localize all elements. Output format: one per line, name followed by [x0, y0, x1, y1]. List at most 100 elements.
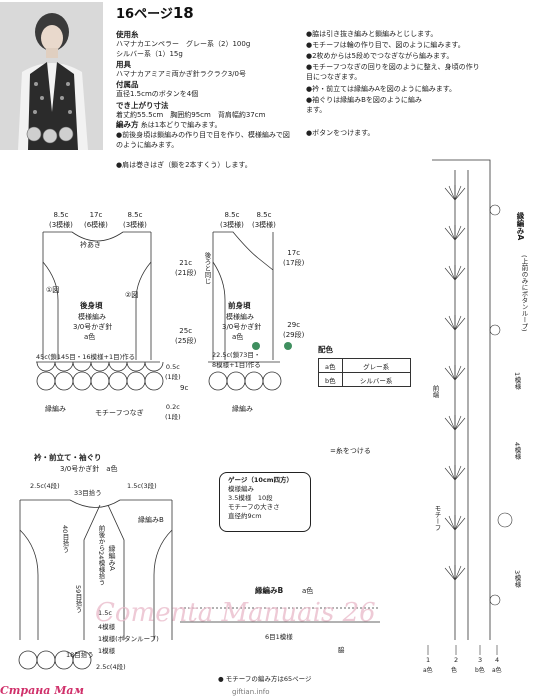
notions-line: 直径1.5cmのボタンを4個 [116, 90, 199, 98]
step-right-4: ●モチーフつなぎの回りを図のように整え、身頃の作り目につなぎます。 [306, 63, 480, 81]
collar-top-left: 2.5c(4段) [30, 482, 60, 490]
front-pattern: 模様編み [226, 313, 254, 321]
page-label: 16ページ [116, 7, 173, 22]
front-edge-label: 前端 [431, 385, 439, 398]
thread-note: =糸をつける [330, 447, 371, 455]
edging-a-note: (上前のみにボタンループ) [520, 255, 528, 332]
back-top-mid: 17c [89, 211, 103, 219]
gauge-box: ゲージ（10cm四方） 模様編み 3.5模様 10段 モチーフの大きさ 直径約9… [219, 472, 311, 532]
back-hook: 3/0号かぎ針 [73, 323, 113, 331]
front-neck-h-sub: (17段) [283, 259, 305, 267]
edging-a-title: 縁編みA [516, 212, 525, 241]
back-top-right-sub: (3模様) [123, 221, 147, 229]
bottom-num-3: 3 [478, 656, 483, 664]
back-h1: 21c [179, 259, 193, 267]
gauge-line-3: モチーフの大きさ [228, 503, 280, 511]
front-hook: 3/0号かぎ針 [222, 323, 262, 331]
bottom-color-4: a色 [492, 667, 502, 674]
front-color: a色 [232, 333, 244, 341]
watermark: Comenta Manuais 26 [95, 598, 376, 628]
front-neck-h: 17c [287, 249, 301, 257]
step-right-6: ●袖ぐりは縁編みBを図のように編みます。 [306, 96, 422, 114]
back-h2-sub: (25段) [175, 337, 197, 345]
bottom-color-2: 色 [451, 667, 458, 674]
size-line: 着丈約55.5cm 胸囲約95cm 背肩幅約37cm [116, 111, 266, 119]
collar-top-mid: 33目拾う [74, 489, 102, 497]
yarn-heading: 使用糸 [116, 30, 139, 39]
edging-a-4model: 4模様 [513, 442, 521, 460]
step-right-3: ●2枚めからは5段めでつなぎながら編みます。 [306, 52, 454, 60]
pattern-number: 18 [172, 4, 194, 22]
back-top-left: 8.5c [53, 211, 69, 219]
front-bottom-label: 22.5c(鎖73目・ [212, 351, 261, 359]
collar-button-note: 1.5c [98, 609, 112, 617]
collar-top-right: 1.5c(3段) [127, 482, 157, 490]
edging-a-3model: 3模様 [513, 570, 521, 588]
bottom-color-3: b色 [475, 667, 485, 674]
yarn-line-1: ハマナカエンペラー グレー系（2）100g [116, 40, 251, 48]
back-edging-label: 縁編み [45, 405, 66, 413]
color-key: a色 [318, 358, 343, 373]
front-edging-label: 縁編み [232, 405, 253, 413]
front-top-left: 8.5c [224, 211, 240, 219]
step-right-1: ●脇は引き抜き編みと鎖編みとじします。 [306, 30, 438, 38]
collar-pick59: 59目拾う [74, 585, 82, 613]
edging-b-pick: 6目1模様 [265, 633, 293, 641]
collar-edging-b: 縁編みB [138, 516, 164, 524]
size-heading: でき上がり寸法 [116, 101, 169, 110]
bottom-num-4: 4 [495, 656, 500, 664]
bottom-color-1: a色 [423, 667, 433, 674]
gauge-line-4: 直径約9cm [228, 512, 262, 520]
back-color: a色 [84, 333, 96, 341]
footnote: ● モチーフの編み方は65ページ [218, 675, 312, 683]
edging-b-side: 脇 [338, 646, 345, 654]
table-row: b色 シルバー系 [318, 372, 411, 387]
front-top-right: 8.5c [256, 211, 272, 219]
back-bottom-label: 45c(鎖145目・16模様+1目)作る [36, 353, 136, 361]
collar-side-pick: 40目拾う [61, 525, 69, 553]
back-body-title: 後身頃 [80, 301, 103, 310]
step-2: ●肩は巻きはぎ（鎖を2本すくう）します。 [116, 161, 252, 169]
back-h1-sub: (21段) [175, 269, 197, 277]
motif-label: モチーフ [433, 505, 441, 531]
step-right-5: ●衿・前立ては縁編みAを図のように編みます。 [306, 85, 457, 93]
step-1: ●前後身頃は鎖編みの作り目で目を作り、模様編みで図のように編みます。 [116, 131, 290, 149]
front-top-left-sub: (3模様) [220, 221, 244, 229]
back-top-left-sub: (3模様) [49, 221, 73, 229]
page-title: 16ページ18 [116, 3, 194, 22]
edging-b-title: 縁編みB [255, 586, 284, 595]
back-pattern: 模様編み [78, 313, 106, 321]
color-value: シルバー系 [341, 372, 411, 387]
method-heading: 編み方 [116, 120, 139, 129]
collar-m1b: 1模様 [98, 647, 116, 655]
collar-pick18: 18目拾う [66, 651, 94, 659]
step-right-2: ●モチーフは輪の作り目で、図のように編みます。 [306, 41, 465, 49]
color-key: b色 [318, 372, 343, 387]
collar-bottom-note: 2.5c(4段) [96, 663, 126, 671]
collar-side-pick-2: 前後から24模様拾う [97, 525, 105, 586]
collar-edging-a: 縁編みA [108, 545, 116, 571]
gauge-line-2: 3.5模様 10段 [228, 494, 273, 502]
yarn-line-2: シルバー系（1）15g [116, 50, 183, 58]
method-text: 糸は1本どりで編みます。 [140, 121, 222, 129]
front-bottom-label-2: 8模様+1目)作る [212, 361, 261, 369]
collar-heading: 衿・前立て・袖ぐり [34, 453, 102, 462]
edging-b-color: a色 [302, 587, 314, 595]
collar-m1: 1模様(ボタンループ) [98, 635, 159, 643]
front-top-right-sub: (3模様) [252, 221, 276, 229]
back-top-right: 8.5c [127, 211, 143, 219]
table-row: a色 グレー系 [318, 358, 411, 373]
colors-table: a色 グレー系 b色 シルバー系 [318, 358, 411, 387]
back-armhole-left: ①図 [46, 286, 60, 294]
model-photo [0, 2, 103, 150]
back-edge1: 0.5c [165, 363, 180, 371]
back-motif-label: モチーフつなぎ [95, 409, 144, 417]
collar-m4: 4模様 [98, 623, 116, 631]
back-armhole-right: ②図 [125, 291, 139, 299]
front-shoulder-note: 後ろと同じ [203, 252, 211, 285]
bottom-num-2: 2 [454, 656, 459, 664]
step-right-7: ●ボタンをつけます。 [306, 129, 375, 137]
bottom-num-1: 1 [426, 656, 431, 664]
site-logo-left: Страна Мам [0, 684, 84, 697]
